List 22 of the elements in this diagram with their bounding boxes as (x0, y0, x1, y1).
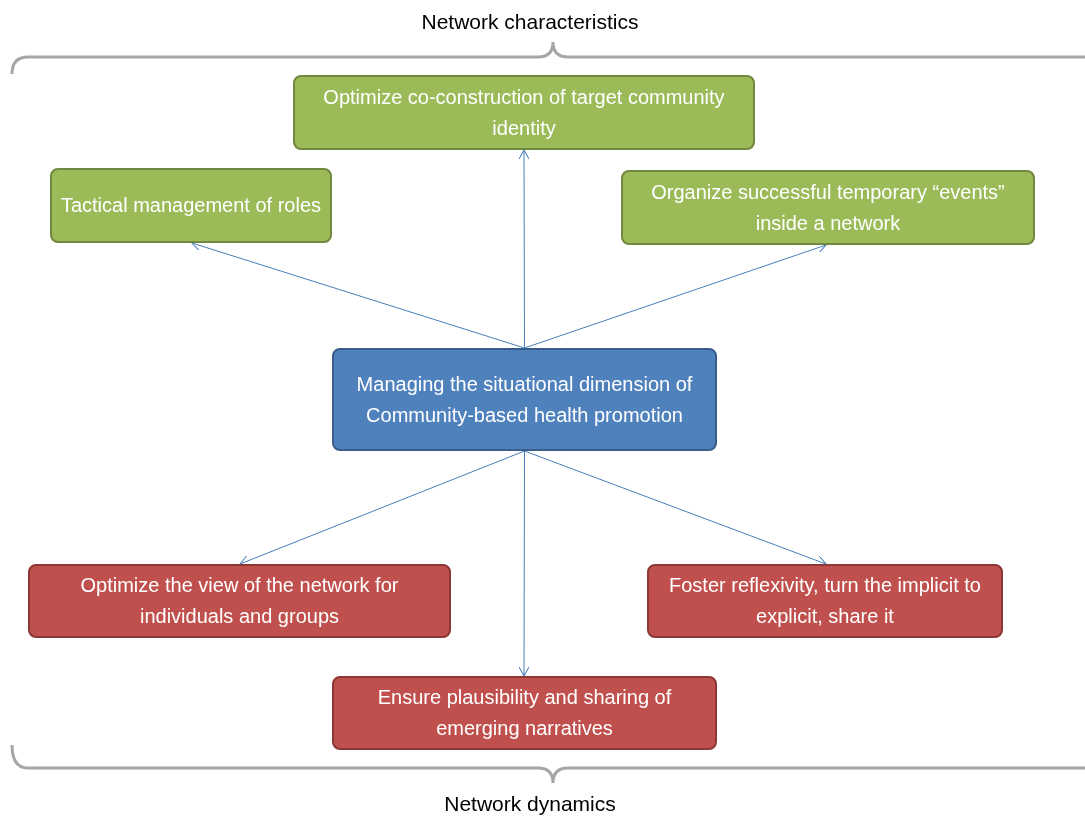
box-text: Managing the situational dimension of Community-based health promotion (355, 371, 694, 428)
process-box (50, 168, 332, 243)
process-box (293, 75, 755, 150)
bracket-label: Network characteristics (420, 9, 640, 35)
process-box (332, 348, 717, 451)
arrow (239, 450, 525, 566)
arrow (524, 242, 827, 349)
process-box (647, 564, 1003, 638)
box-text: Foster reflexivity, turn the implicit to explicit, share it (668, 573, 982, 629)
process-box (28, 564, 451, 638)
box-text: Ensure plausibility and sharing of emerging narratives (376, 685, 673, 741)
box-text: Optimize the view of the network for individuals and groups (79, 573, 400, 629)
arrow (524, 450, 827, 566)
bracket-label: Network dynamics (443, 791, 617, 817)
arrow (191, 240, 525, 349)
process-box (332, 676, 717, 750)
arrow (518, 450, 530, 677)
box-text: Tactical management of roles (60, 193, 322, 218)
arrow (518, 149, 530, 349)
box-text: Optimize co-construction of target community identity (322, 84, 726, 141)
process-box (621, 170, 1035, 245)
box-text: Organize successful temporary “events” inside a network (650, 179, 1006, 236)
